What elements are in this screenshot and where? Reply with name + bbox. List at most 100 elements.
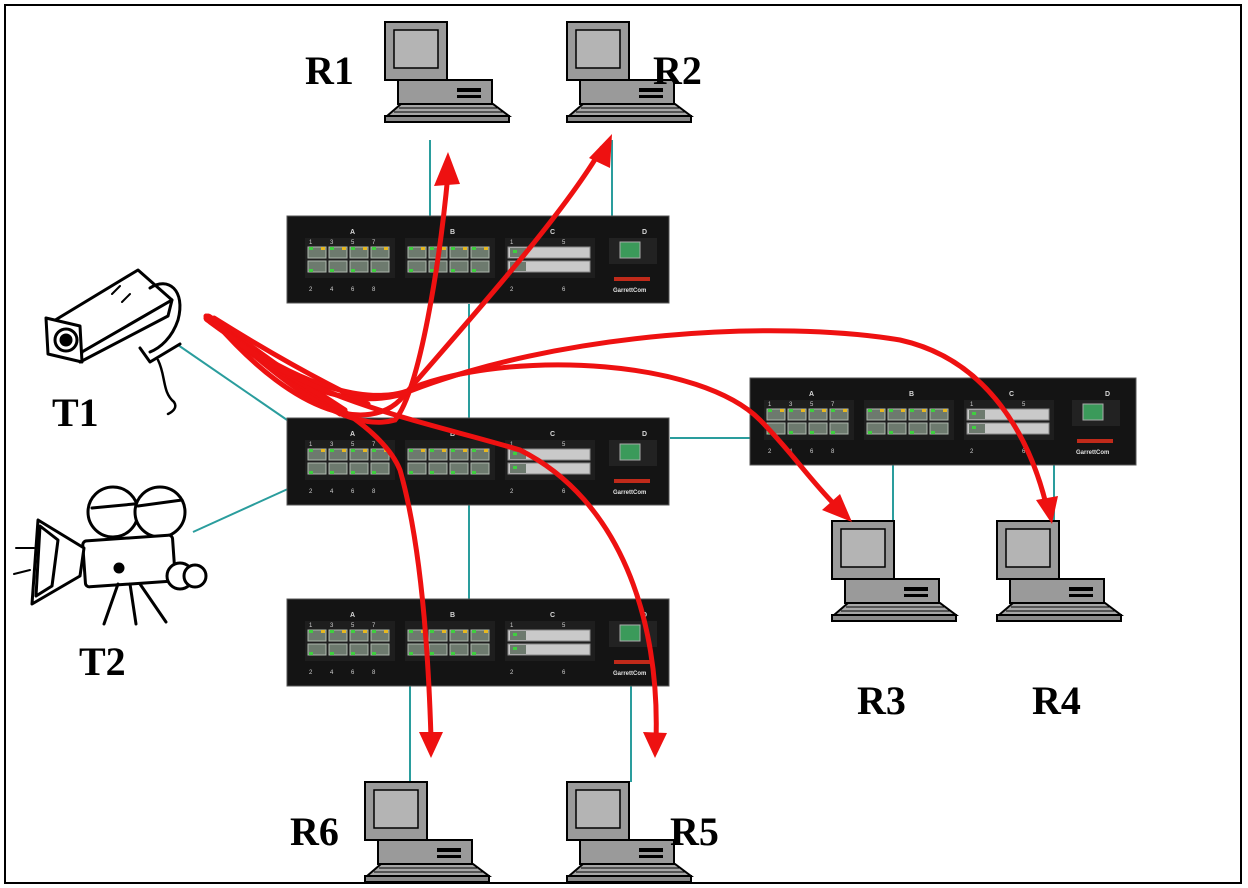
port-group-label: D [642, 431, 647, 438]
arrowhead-r1 [434, 152, 460, 186]
port-number: 6 [562, 287, 566, 293]
arrowhead-r2 [589, 134, 612, 168]
arrowheads [419, 134, 1058, 758]
node-label-r6: R6 [290, 809, 339, 854]
port-number: 4 [330, 287, 334, 293]
switch-top [286, 215, 670, 304]
surveillance-camera-icon [44, 268, 182, 416]
port-number: 5 [1022, 402, 1026, 408]
brand-logo: GarrettCom [613, 671, 646, 677]
port-number: 1 [309, 240, 313, 246]
desktop-computer-icon-r1 [384, 21, 510, 123]
port-number: 2 [970, 449, 974, 455]
port-number: 3 [330, 442, 334, 448]
port-number: 6 [351, 287, 355, 293]
node-label-t1: T1 [52, 390, 99, 435]
port-number: 8 [831, 449, 835, 455]
port-number: 1 [510, 623, 514, 629]
desktop-computer-icon-r4 [996, 520, 1122, 622]
port-group-label: D [642, 229, 647, 236]
brand-logo: GarrettCom [1076, 450, 1109, 456]
port-number: 5 [562, 623, 566, 629]
desktop-computer-icon-r6 [364, 781, 490, 883]
port-number: 8 [372, 489, 376, 495]
port-group-label: B [450, 431, 455, 438]
port-number: 7 [372, 240, 376, 246]
port-group-label: C [1009, 391, 1014, 398]
brand-logo: GarrettCom [613, 288, 646, 294]
port-number: 6 [351, 489, 355, 495]
arrowhead-r6 [419, 732, 443, 758]
port-number: 1 [309, 442, 313, 448]
switch-top-text: A B C D 1 3 5 7 2 4 6 8 1 5 2 6 GarrettC… [309, 229, 647, 294]
port-number: 1 [970, 402, 974, 408]
port-group-label: A [350, 431, 355, 438]
port-number: 2 [510, 489, 514, 495]
switch-right-text: A B C D 1 3 5 7 2 4 6 8 1 5 2 6 GarrettC… [768, 391, 1110, 456]
desktop-computer-icon-r3 [831, 520, 957, 622]
port-group-label: B [909, 391, 914, 398]
port-number: 3 [330, 240, 334, 246]
node-label-r1: R1 [305, 48, 354, 93]
port-number: 5 [562, 442, 566, 448]
port-number: 1 [309, 623, 313, 629]
port-number: 7 [372, 442, 376, 448]
port-number: 6 [810, 449, 814, 455]
port-number: 4 [330, 489, 334, 495]
port-number: 5 [351, 442, 355, 448]
port-number: 6 [562, 670, 566, 676]
port-group-label: A [809, 391, 814, 398]
port-number: 2 [510, 670, 514, 676]
flow-to-r1 [212, 171, 451, 425]
link-t2-switch-middle [192, 487, 291, 533]
multicast-flow-arrows [203, 145, 1049, 743]
flow-to-r5 [212, 321, 659, 743]
port-number: 2 [510, 287, 514, 293]
port-group-label: B [450, 229, 455, 236]
port-number: 3 [789, 402, 793, 408]
node-label-r3: R3 [857, 678, 906, 723]
port-number: 2 [309, 670, 313, 676]
port-group-label: A [350, 612, 355, 619]
port-number: 1 [510, 240, 514, 246]
switch-right [749, 377, 1137, 466]
node-label-t2: T2 [79, 639, 126, 684]
flow-to-r3 [212, 321, 839, 509]
port-number: 1 [768, 402, 772, 408]
arrowhead-r3 [822, 494, 852, 522]
port-number: 7 [372, 623, 376, 629]
port-number: 3 [330, 623, 334, 629]
port-number: 2 [309, 287, 313, 293]
port-number: 5 [810, 402, 814, 408]
port-number: 7 [831, 402, 835, 408]
arrowhead-r5 [643, 732, 667, 758]
port-group-label: C [550, 229, 555, 236]
port-group-label: C [550, 612, 555, 619]
port-number: 5 [351, 623, 355, 629]
port-number: 6 [562, 489, 566, 495]
port-number: 6 [1022, 449, 1026, 455]
port-number: 5 [562, 240, 566, 246]
switch-middle [286, 417, 670, 506]
film-camera-icon [13, 485, 208, 626]
link-t1-switch-middle [177, 344, 291, 423]
port-number: 5 [351, 240, 355, 246]
port-group-label: D [1105, 391, 1110, 398]
node-label-r2: R2 [653, 48, 702, 93]
port-number: 1 [510, 442, 514, 448]
arrowhead-r4 [1036, 496, 1058, 524]
port-number: 2 [309, 489, 313, 495]
port-number: 8 [372, 670, 376, 676]
port-number: 8 [372, 287, 376, 293]
brand-logo: GarrettCom [613, 490, 646, 496]
port-group-label: C [550, 431, 555, 438]
switch-bottom [286, 598, 670, 687]
port-group-label: B [450, 612, 455, 619]
node-label-r4: R4 [1032, 678, 1081, 723]
switch-middle-text: A B C D 1 3 5 7 2 4 6 8 1 5 2 6 GarrettC… [309, 431, 647, 496]
port-number: 6 [351, 670, 355, 676]
port-number: 4 [330, 670, 334, 676]
node-label-r5: R5 [670, 809, 719, 854]
port-group-label: A [350, 229, 355, 236]
